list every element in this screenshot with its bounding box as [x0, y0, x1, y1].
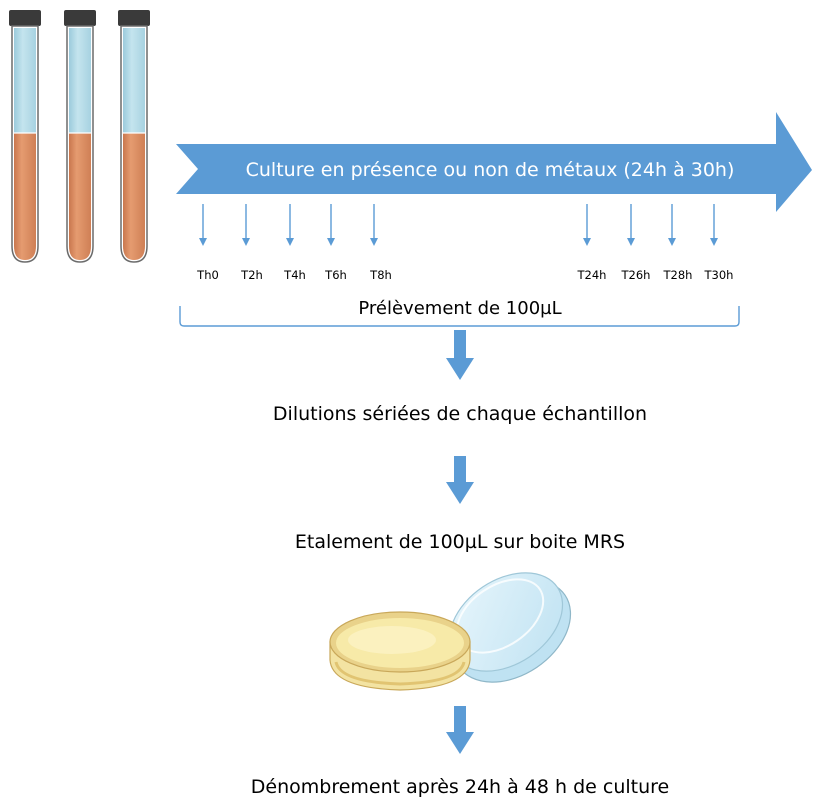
- down-arrow-icon: [710, 204, 718, 246]
- tube-cap-icon: [64, 10, 96, 26]
- down-arrow-icon: [583, 204, 591, 246]
- down-arrow-icon: [242, 204, 250, 246]
- test-tube-3: [118, 10, 150, 263]
- down-arrow-icon: [627, 204, 635, 246]
- timepoint-label: T26h: [621, 268, 651, 282]
- step-arrow-3: [446, 706, 474, 754]
- down-arrow-icon: [370, 204, 378, 246]
- timepoint-label: T2h: [240, 268, 263, 282]
- step-arrow-1: [446, 330, 474, 380]
- down-arrow-icon: [327, 204, 335, 246]
- timepoint-label: T30h: [704, 268, 734, 282]
- sampling-arrows: [199, 204, 718, 246]
- timepoint-label: T24h: [577, 268, 607, 282]
- timepoint-label: T4h: [283, 268, 306, 282]
- tube-cap-icon: [9, 10, 41, 26]
- culture-banner-text: Culture en présence ou non de métaux (24…: [246, 159, 735, 181]
- test-tube-2: [64, 10, 96, 263]
- step-label-dilutions: Dilutions sériées de chaque échantillon: [273, 403, 647, 425]
- test-tube-1: [9, 10, 41, 263]
- culture-banner-arrow: Culture en présence ou non de métaux (24…: [176, 112, 812, 212]
- down-arrow-icon: [199, 204, 207, 246]
- timepoint-label: T28h: [663, 268, 693, 282]
- step-label-plating: Etalement de 100µL sur boite MRS: [295, 531, 625, 553]
- down-arrow-icon: [286, 204, 294, 246]
- timepoint-labels: Th0 T2h T4h T6h T8h T24h T26h T28h T30h: [196, 268, 733, 282]
- sampling-bracket: Prélèvement de 100µL: [179, 298, 740, 327]
- timepoint-label: Th0: [196, 268, 219, 282]
- step-label-count: Dénombrement après 24h à 48 h de culture: [251, 776, 669, 798]
- down-arrow-icon: [668, 204, 676, 246]
- sampling-label: Prélèvement de 100µL: [358, 298, 561, 319]
- tube-cap-icon: [118, 10, 150, 26]
- timepoint-label: T6h: [324, 268, 347, 282]
- step-arrow-2: [446, 456, 474, 504]
- petri-dish-icon: [329, 572, 572, 691]
- petri-base: [329, 611, 471, 691]
- timepoint-label: T8h: [369, 268, 392, 282]
- test-tubes: [9, 10, 150, 263]
